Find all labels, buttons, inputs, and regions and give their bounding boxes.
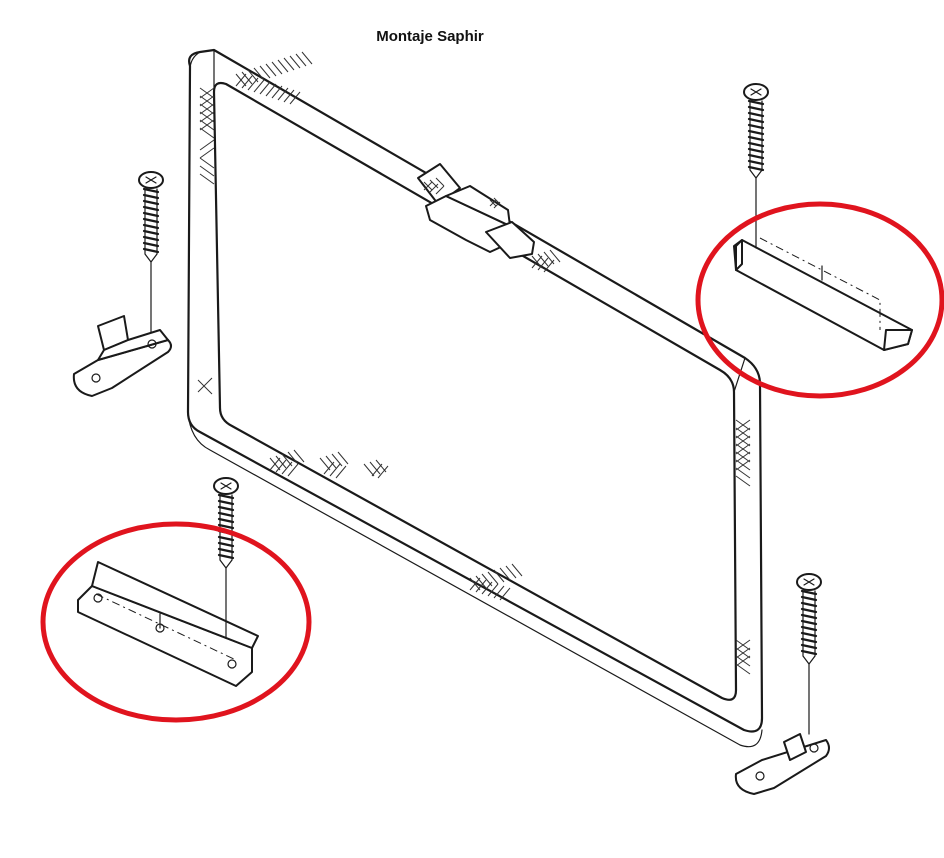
highlight-circle-right <box>695 201 944 399</box>
bracket-long-left <box>77 561 259 687</box>
frame-hatching <box>197 51 751 675</box>
center-clip <box>417 163 535 259</box>
bracket-left-small <box>72 315 172 397</box>
bracket-right-small <box>734 733 830 795</box>
bracket-long-right <box>733 237 913 351</box>
screw-4 <box>796 573 822 735</box>
screw-1 <box>138 171 164 333</box>
highlight-circle-left <box>40 521 312 723</box>
diagram-title: Montaje Saphir <box>376 28 484 45</box>
screw-3 <box>213 477 239 639</box>
screw-2 <box>743 83 769 249</box>
screen-frame <box>186 48 764 748</box>
